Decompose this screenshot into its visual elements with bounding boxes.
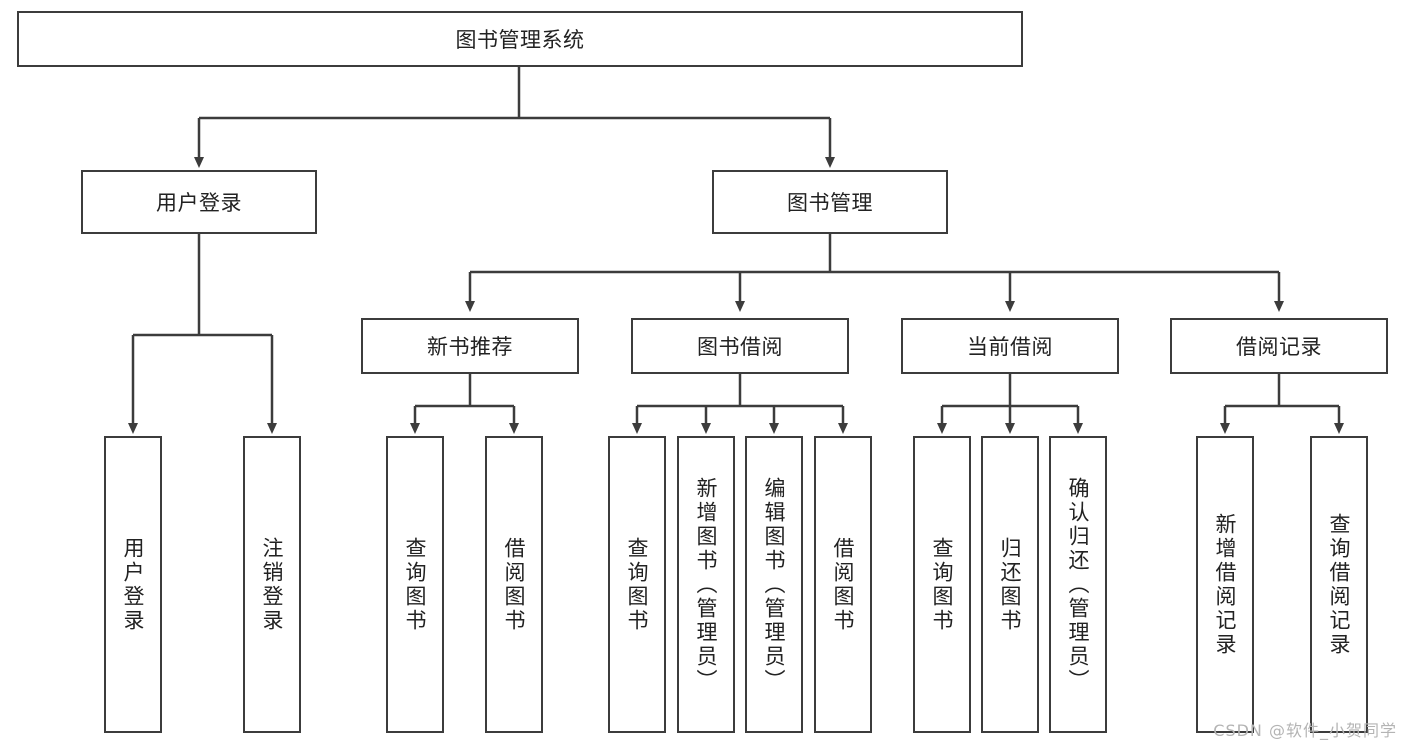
node-root-system[interactable]: 图书管理系统 — [17, 11, 1023, 67]
node-leaf-add-book[interactable]: 新增图书（管理员） — [677, 436, 735, 733]
node-book-borrow[interactable]: 图书借阅 — [631, 318, 849, 374]
node-label: 用户登录 — [156, 191, 242, 215]
node-label: 用户登录 — [121, 536, 146, 633]
node-label: 新增借阅记录 — [1213, 512, 1238, 657]
node-label: 归还图书 — [998, 536, 1023, 633]
node-leaf-query-book-3[interactable]: 查询图书 — [913, 436, 971, 733]
node-label: 借阅记录 — [1236, 335, 1322, 359]
node-label: 注销登录 — [260, 536, 285, 633]
node-user-login[interactable]: 用户登录 — [81, 170, 317, 234]
node-label: 图书管理 — [787, 191, 873, 215]
node-label: 确认归还（管理员） — [1066, 476, 1091, 693]
node-book-management[interactable]: 图书管理 — [712, 170, 948, 234]
csdn-watermark: CSDN @软件_小贺同学 — [1213, 721, 1397, 740]
node-label: 查询借阅记录 — [1327, 512, 1352, 657]
node-label: 图书管理系统 — [455, 28, 585, 52]
node-leaf-logout-login[interactable]: 注销登录 — [243, 436, 301, 733]
node-leaf-query-record[interactable]: 查询借阅记录 — [1310, 436, 1368, 733]
node-label: 查询图书 — [403, 536, 428, 633]
node-leaf-user-login[interactable]: 用户登录 — [104, 436, 162, 733]
node-label: 当前借阅 — [967, 335, 1053, 359]
node-label: 图书借阅 — [697, 335, 783, 359]
node-label: 查询图书 — [930, 536, 955, 633]
node-leaf-borrow-book-2[interactable]: 借阅图书 — [814, 436, 872, 733]
node-leaf-confirm-return[interactable]: 确认归还（管理员） — [1049, 436, 1107, 733]
node-label: 借阅图书 — [831, 536, 856, 633]
node-current-borrow[interactable]: 当前借阅 — [901, 318, 1119, 374]
node-leaf-borrow-book-1[interactable]: 借阅图书 — [485, 436, 543, 733]
node-leaf-query-book-1[interactable]: 查询图书 — [386, 436, 444, 733]
node-leaf-return-book[interactable]: 归还图书 — [981, 436, 1039, 733]
node-label: 新书推荐 — [427, 335, 513, 359]
node-new-book-recommend[interactable]: 新书推荐 — [361, 318, 579, 374]
node-label: 新增图书（管理员） — [694, 476, 719, 693]
node-borrow-record[interactable]: 借阅记录 — [1170, 318, 1388, 374]
node-label: 编辑图书（管理员） — [762, 476, 787, 693]
node-label: 查询图书 — [625, 536, 650, 633]
node-leaf-query-book-2[interactable]: 查询图书 — [608, 436, 666, 733]
node-leaf-edit-book[interactable]: 编辑图书（管理员） — [745, 436, 803, 733]
node-label: 借阅图书 — [502, 536, 527, 633]
node-leaf-add-record[interactable]: 新增借阅记录 — [1196, 436, 1254, 733]
